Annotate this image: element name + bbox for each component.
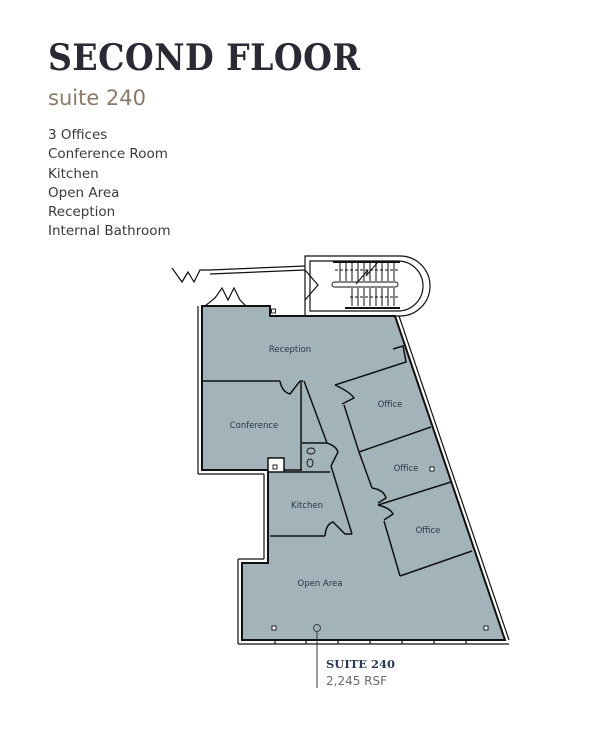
- feature-item: Reception: [48, 204, 116, 221]
- feature-item: Kitchen: [48, 165, 99, 182]
- room-label-reception: Reception: [269, 345, 311, 355]
- room-label-conference: Conference: [230, 421, 279, 431]
- suite-callout-area: 2,245 RSF: [326, 674, 388, 688]
- exterior-walls: [197, 306, 510, 645]
- stair-core: [304, 255, 431, 317]
- suite-callout-leader: [313, 624, 321, 688]
- feature-item: 3 Offices: [48, 127, 108, 143]
- page-title: SECOND FLOOR: [48, 37, 361, 79]
- interior-walls: [202, 345, 473, 577]
- feature-item: Open Area: [48, 184, 120, 201]
- suite-callout-name: SUITE 240: [326, 657, 396, 671]
- feature-item: Conference Room: [48, 146, 168, 163]
- room-label-kitchen: Kitchen: [291, 501, 323, 511]
- feature-list: 3 Offices Conference Room Kitchen Open A…: [48, 126, 171, 242]
- room-label-office-3: Office: [416, 526, 441, 536]
- corridor: [171, 265, 306, 307]
- room-label-office-1: Office: [378, 400, 403, 410]
- room-label-open-area: Open Area: [298, 579, 343, 589]
- bath-fixtures: [306, 447, 316, 468]
- room-label-office-2: Office: [394, 464, 419, 474]
- feature-item: Internal Bathroom: [48, 223, 171, 240]
- suite-area-fill: [201, 305, 507, 641]
- suite-subtitle: suite 240: [48, 86, 146, 110]
- column-markers: [271, 308, 489, 631]
